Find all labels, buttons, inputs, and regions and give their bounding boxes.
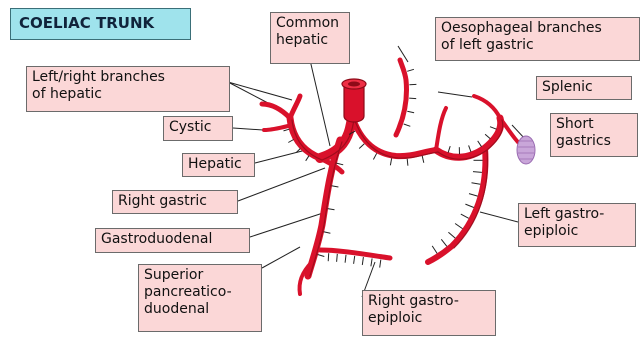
- vessel-tick: [461, 214, 469, 218]
- left-hepatic-branch: [262, 104, 290, 118]
- vessel-tick: [432, 246, 437, 254]
- vessel-tick: [455, 224, 462, 229]
- coeliac-trunk-origin: [342, 79, 366, 122]
- coeliac-trunk-lumen: [348, 82, 360, 87]
- label-left-right-hepatic-branches: Left/right branches of hepatic: [26, 66, 230, 112]
- vessel-tick: [448, 232, 455, 238]
- right-hepatic-branch: [290, 96, 300, 118]
- vessel-tick: [390, 158, 391, 165]
- vessel-tick: [328, 209, 335, 210]
- vessel-tick: [328, 253, 329, 261]
- oesophageal-branches: [396, 60, 407, 135]
- vessel-tick: [337, 254, 338, 262]
- pointer-left-right-hepatic-2: [228, 82, 268, 103]
- diagram-title: COELIAC TRUNK: [10, 8, 191, 40]
- label-left-gastroepiploic: Left gastro- epiploic: [518, 203, 636, 247]
- vessel-tick: [284, 129, 290, 131]
- vessel-tick: [371, 258, 372, 266]
- vessel-tick: [288, 140, 293, 143]
- spleen-shape: [517, 136, 535, 164]
- coeliac-trunk-cylinder: [344, 84, 364, 122]
- splenic-artery: [436, 118, 501, 157]
- pointer-lines: [228, 46, 526, 297]
- label-short-gastrics: Short gastrics: [550, 113, 638, 157]
- vessel-tick: [404, 124, 411, 126]
- vessel-tick: [336, 163, 343, 165]
- vessel-tick: [354, 256, 355, 264]
- label-gastroduodenal: Gastroduodenal: [95, 228, 250, 253]
- vessel-tick: [407, 111, 414, 113]
- vessel-tick: [441, 239, 447, 246]
- pointer-splenic: [438, 92, 472, 97]
- label-right-gastric: Right gastric: [112, 190, 238, 214]
- pointer-common-hepatic: [310, 60, 330, 146]
- vessel-tick: [478, 141, 482, 147]
- spleen-marker: [517, 136, 535, 164]
- label-right-gastroepiploic: Right gastro- epiploic: [362, 290, 496, 336]
- vessel-tick: [332, 186, 339, 187]
- cystic-artery: [264, 126, 288, 130]
- pointer-left-gastroepiploic: [480, 212, 518, 222]
- label-splenic: Splenic: [536, 76, 632, 100]
- vessel-tick: [472, 183, 481, 185]
- vessel-tick: [465, 204, 473, 207]
- vessel-tick: [306, 156, 309, 161]
- vessel-tick: [407, 69, 414, 71]
- label-superior-pancreaticoduodenal: Superior pancreatico- duodenal: [138, 264, 262, 332]
- splenic-upper-branch: [436, 108, 446, 150]
- vessel-tick: [407, 159, 408, 166]
- vessel-tick: [318, 255, 325, 257]
- pointer-cystic: [233, 128, 263, 130]
- vessel-tick: [469, 145, 471, 152]
- vessel-tick: [362, 257, 363, 265]
- pointer-left-right-hepatic: [228, 82, 292, 100]
- vessel-tick: [469, 194, 478, 197]
- label-hepatic: Hepatic: [182, 153, 255, 177]
- vessel-tick: [422, 156, 424, 163]
- vessel-tick: [409, 98, 416, 99]
- vessel-tick: [345, 255, 346, 263]
- pointer-superior-pancreaticoduodenal: [262, 247, 300, 268]
- label-oesophageal-branches: Oesophageal branches of left gastric: [435, 17, 640, 61]
- vessel-tick: [324, 232, 331, 234]
- hepatic-artery: [290, 118, 320, 158]
- vessel-tick: [490, 127, 497, 130]
- vessel-tick: [448, 146, 450, 153]
- vessel-tick: [373, 153, 376, 159]
- vessel-tick: [473, 172, 482, 173]
- label-cystic: Cystic: [163, 116, 233, 141]
- vessel-tick: [359, 144, 364, 149]
- pointer-gastroduodenal: [250, 212, 326, 237]
- splenic-upper-branch-2: [474, 96, 500, 118]
- pointer-hepatic: [255, 150, 306, 163]
- vessel-tick: [485, 134, 490, 139]
- vessel-tick: [380, 260, 381, 268]
- label-common-hepatic: Common hepatic: [270, 12, 350, 64]
